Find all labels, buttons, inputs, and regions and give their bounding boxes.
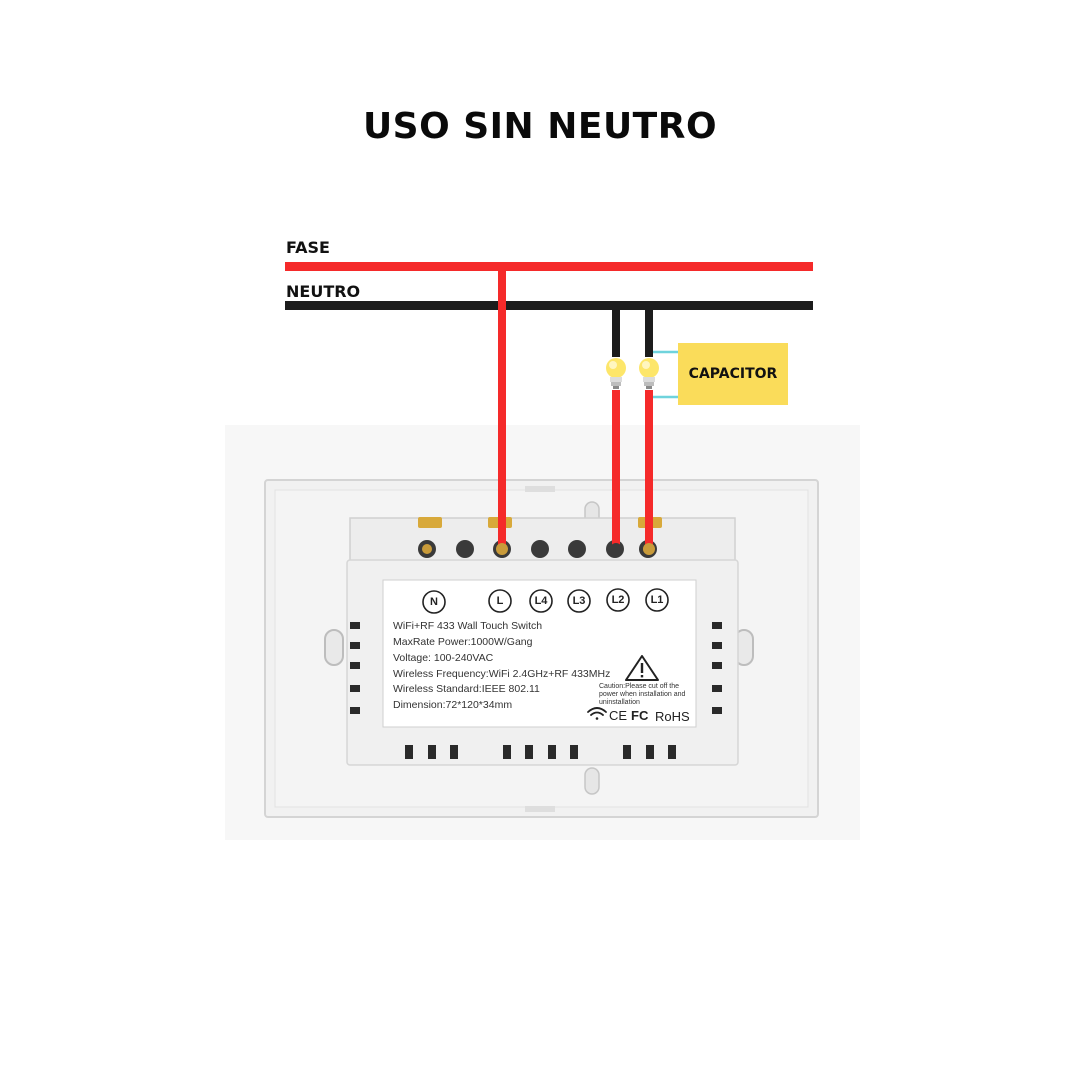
terminal-l2-connection [610,543,622,555]
capacitor-label: CAPACITOR [688,366,778,382]
capacitor-box [678,343,788,405]
plate-notch-bottom [525,806,555,812]
terminal-holes [418,540,657,558]
page-title: USO SIN NEUTRO [362,106,718,147]
terminal-label-l1: L1 [650,594,664,606]
terminal-label-l2: L2 [611,594,625,606]
mounting-slot-left [324,629,344,666]
neutral-drop-wire-l1 [645,305,653,357]
phase-wire [285,262,813,271]
terminal-label-l: L [496,595,504,607]
spec-line: Wireless Frequency:WiFi 2.4GHz+RF 433MHz [393,668,611,680]
phase-label: FASE [286,238,330,257]
neutral-wire [285,301,813,310]
rohs-mark: RoHS [655,709,690,724]
bulb-icon [639,358,659,389]
fc-mark: FC [631,708,649,723]
spec-label [382,579,697,728]
terminal-markers [422,588,669,614]
neutral-label: NEUTRO [286,282,361,301]
wifi-icon [587,707,607,720]
plate-notch-top [525,486,555,492]
terminal-label-n: N [430,596,438,608]
phase-drop-wire [498,266,506,549]
neutral-drop-wire-l2 [612,305,620,357]
terminal-l-connection [496,543,508,555]
terminal-l1-connection [643,543,655,555]
bulb-icon [606,358,626,389]
ce-mark: CE [609,708,628,723]
spec-line: Wireless Standard:IEEE 802.11 [393,683,540,695]
capacitor-leads [653,350,678,399]
caution-text: Caution:Please cut off the power when in… [599,683,686,706]
side-vents [350,622,722,714]
terminal-label-l4: L4 [534,595,548,607]
spec-line: Voltage: 100-240VAC [393,652,494,664]
spec-line: Dimension:72*120*34mm [393,699,513,711]
warning-icon [625,655,659,681]
bottom-vents [405,745,676,759]
terminal-label-l3: L3 [572,595,586,607]
load-wire-l1 [645,390,653,549]
spec-line: MaxRate Power:1000W/Gang [393,636,533,648]
mounting-slot-bottom [584,767,600,795]
load-wire-l2 [612,390,620,549]
spec-line: WiFi+RF 433 Wall Touch Switch [393,620,543,632]
